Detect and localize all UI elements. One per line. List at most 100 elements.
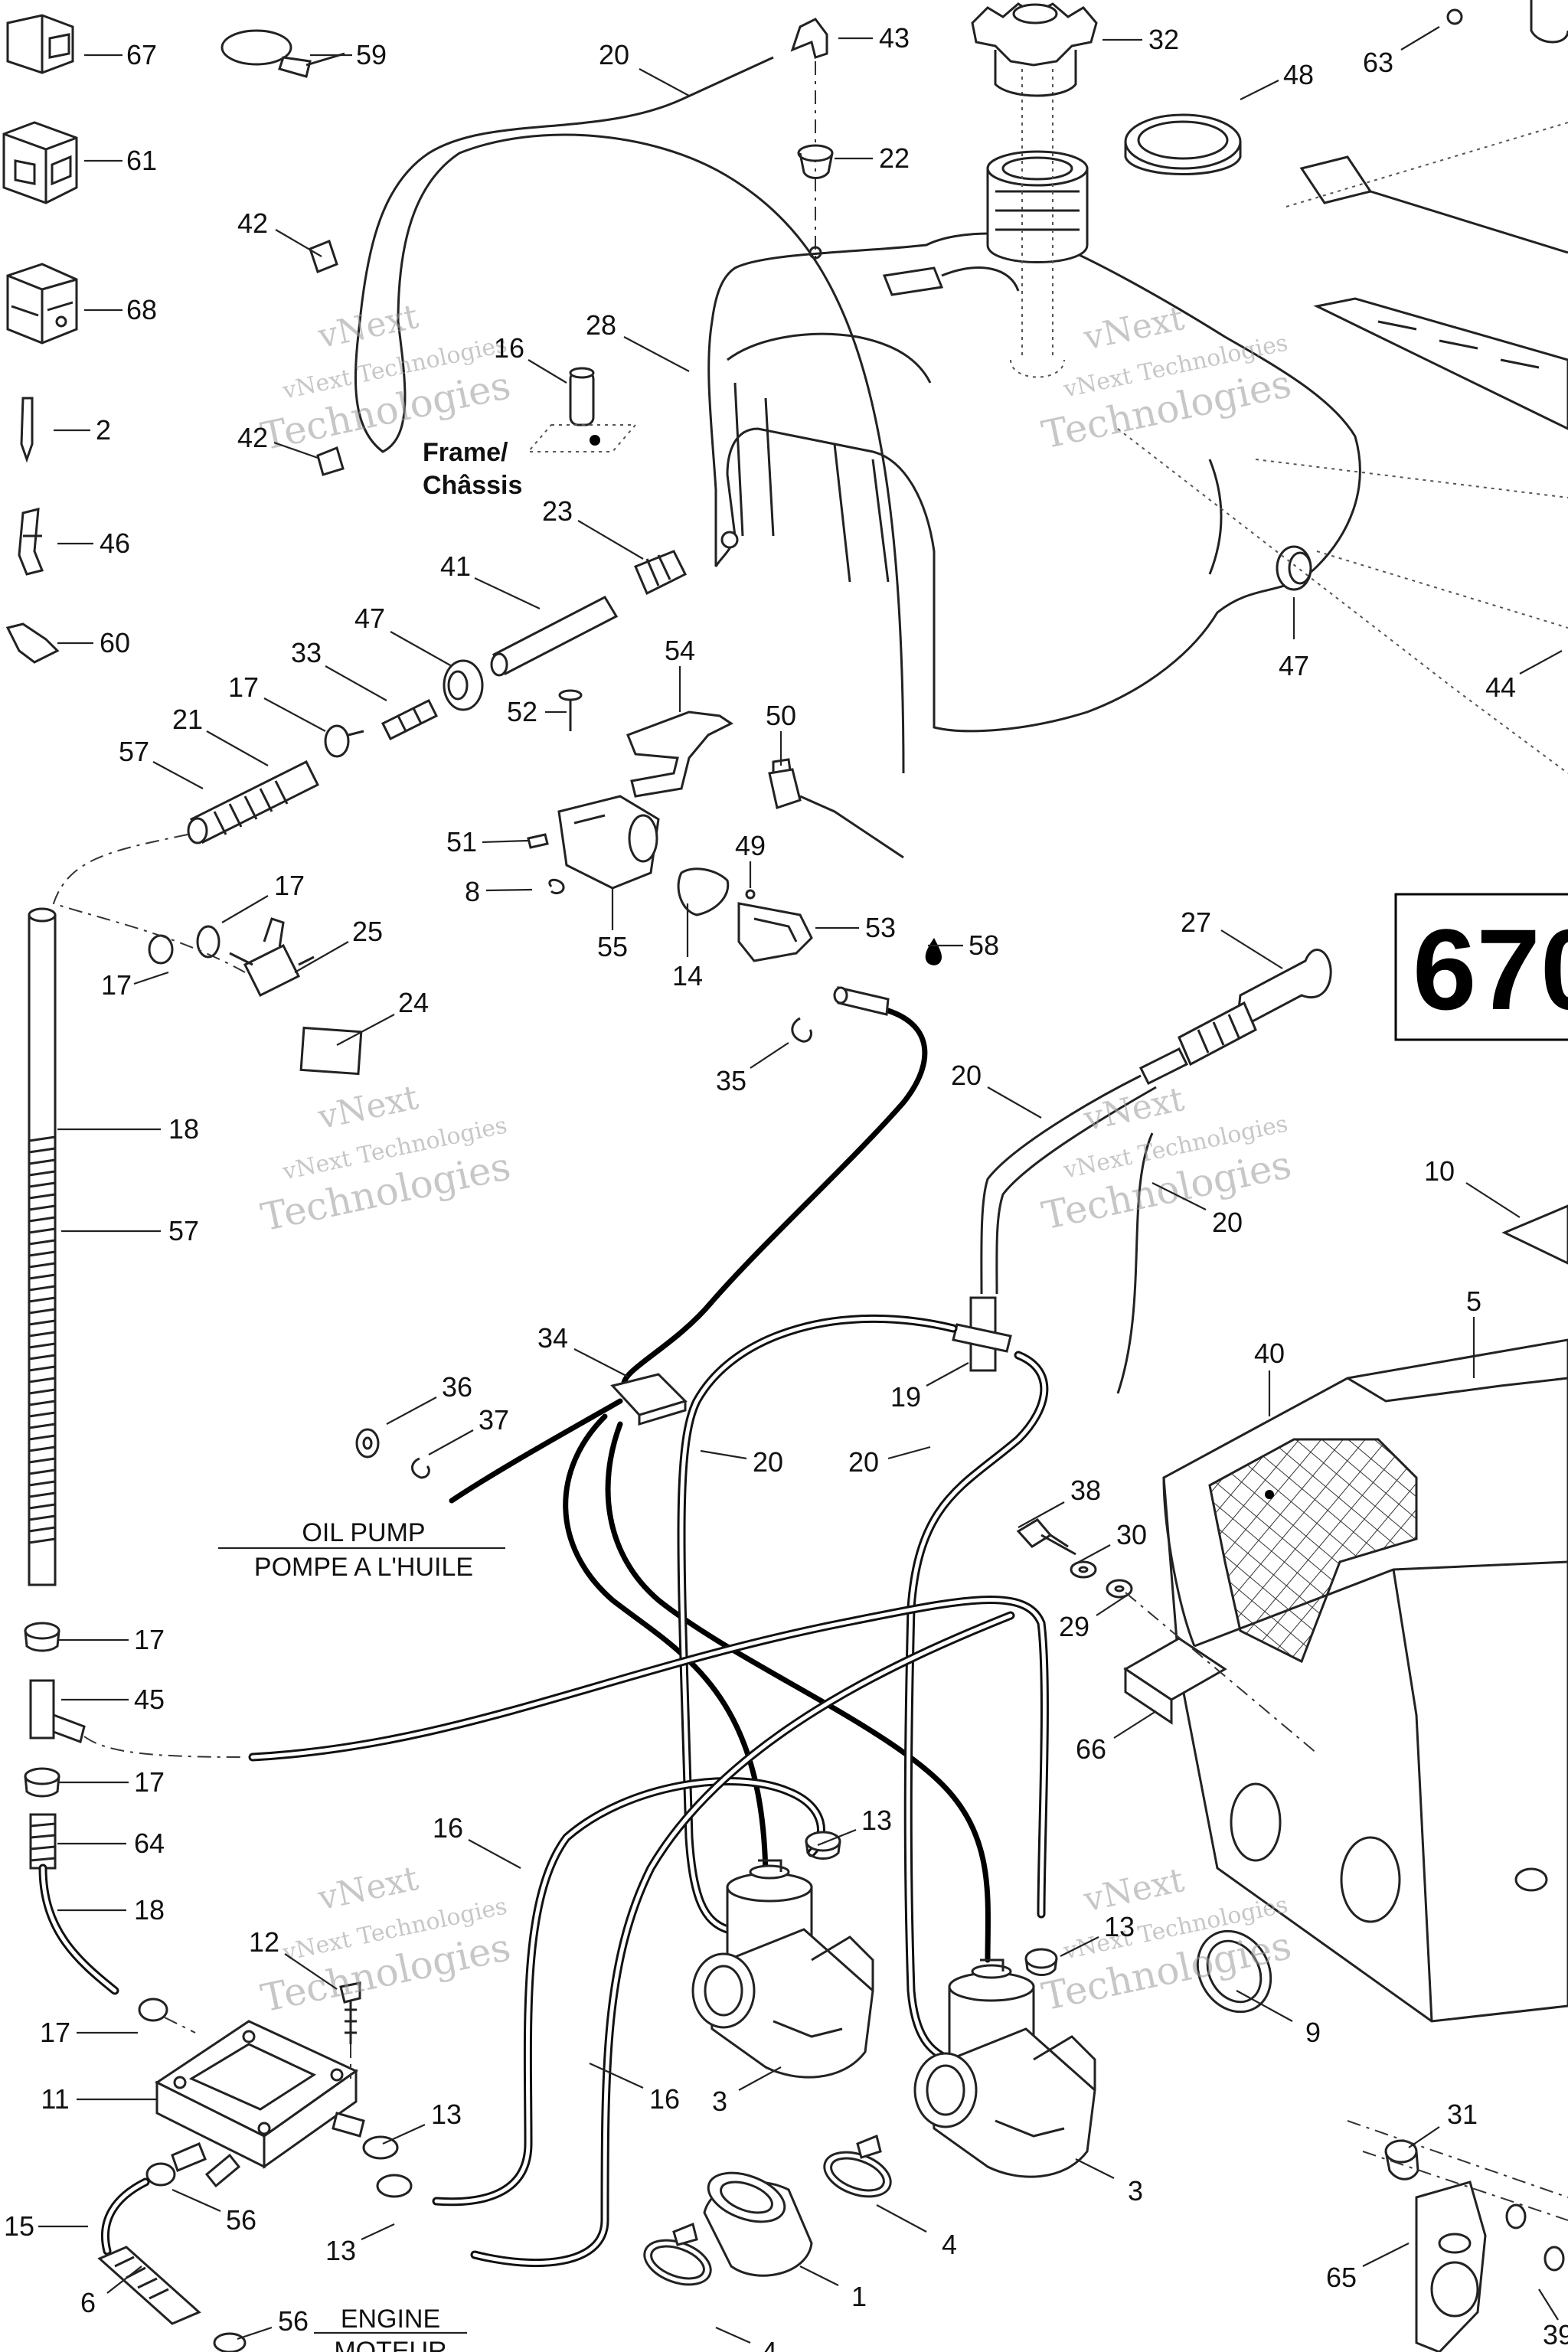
leader-line xyxy=(700,1449,747,1460)
callout-17: 17 xyxy=(57,1766,165,1798)
leader-line xyxy=(1236,1990,1293,2022)
fuel-hose-64 xyxy=(29,1813,57,1870)
part-number: 49 xyxy=(735,830,766,861)
part-number: 28 xyxy=(586,309,616,341)
page-number-box xyxy=(1394,893,1568,1041)
leader-line xyxy=(428,1429,474,1455)
engine-label-fr: MOTEUR xyxy=(334,2337,446,2352)
callout-17: 17 xyxy=(228,671,326,732)
callout-61: 61 xyxy=(84,145,157,176)
callout-17: 17 xyxy=(57,1624,165,1655)
svg-text:vNext: vNext xyxy=(314,1078,422,1138)
leader-line xyxy=(221,895,269,923)
part-number: 37 xyxy=(479,1404,509,1436)
callout-16: 16 xyxy=(589,2062,680,2115)
engine-label: ENGINE xyxy=(341,2305,440,2334)
callout-20: 20 xyxy=(848,1446,931,1478)
callout-46: 46 xyxy=(57,528,130,559)
callout-35: 35 xyxy=(716,1042,789,1096)
callout-42: 42 xyxy=(237,422,318,459)
leader-line xyxy=(926,1362,969,1387)
callout-45: 45 xyxy=(61,1684,165,1715)
fuel-cap xyxy=(971,2,1098,97)
callout-1: 1 xyxy=(799,2265,867,2312)
circlip-8 xyxy=(548,878,565,895)
part-number: 20 xyxy=(1212,1207,1243,1238)
leader-line xyxy=(275,229,322,257)
air-silencer xyxy=(1162,1338,1568,2023)
callout-8: 8 xyxy=(465,876,533,907)
leader-line xyxy=(1018,1501,1065,1528)
callout-4: 4 xyxy=(715,2326,777,2352)
part-number: 17 xyxy=(228,671,259,703)
leader-line xyxy=(573,1348,629,1377)
callout-17: 17 xyxy=(40,2017,138,2048)
fuel-hose-15 xyxy=(100,2177,150,2256)
callout-67: 67 xyxy=(84,39,157,70)
leader-line xyxy=(799,2265,839,2286)
throttle-cable xyxy=(621,1008,928,1389)
screw-51 xyxy=(527,833,549,849)
clamp-13-carb-right xyxy=(1024,1948,1058,1976)
part-number: 47 xyxy=(1279,650,1309,681)
callout-29: 29 xyxy=(1059,1596,1126,1642)
part-number: 16 xyxy=(433,1812,463,1844)
callout-51: 51 xyxy=(446,826,529,858)
fuel-tank xyxy=(707,69,1361,733)
clamp-17-pump xyxy=(138,1998,196,2034)
leader-line xyxy=(382,2123,426,2145)
part-number: 45 xyxy=(134,1684,165,1715)
part-number: 17 xyxy=(134,1766,165,1798)
part-number: 47 xyxy=(354,603,385,634)
part-number: 60 xyxy=(100,627,130,658)
leader-line xyxy=(1240,80,1279,100)
leader-line xyxy=(589,2062,644,2089)
leader-line xyxy=(1400,26,1440,51)
fuel-fitting-23 xyxy=(634,550,688,596)
fuel-hose-41 xyxy=(490,596,619,677)
part-number: 4 xyxy=(942,2229,957,2260)
grommet-47 xyxy=(443,659,484,711)
clamp-17-a xyxy=(196,925,220,959)
part-number: 59 xyxy=(356,39,387,70)
washer-30 xyxy=(1070,1560,1097,1579)
part-number: 27 xyxy=(1181,906,1211,938)
part-number: 68 xyxy=(126,294,157,325)
part-number: 40 xyxy=(1254,1338,1285,1369)
callout-44: 44 xyxy=(1485,650,1563,703)
callout-37: 37 xyxy=(428,1404,509,1455)
clamp-56-a xyxy=(145,2162,176,2187)
callout-20: 20 xyxy=(700,1446,783,1478)
part-number: 34 xyxy=(537,1322,568,1354)
leader-line xyxy=(1071,1544,1111,1566)
callout-16: 16 xyxy=(494,332,567,384)
part-number: 29 xyxy=(1059,1611,1089,1642)
vent-hose-top xyxy=(354,56,905,774)
fuel-hose-6 xyxy=(97,2246,201,2325)
watermark-5: vNext vNext Technologies Technologies xyxy=(257,1859,514,2021)
part-number: 25 xyxy=(352,916,383,947)
callout-38: 38 xyxy=(1018,1475,1101,1528)
part-number: 17 xyxy=(274,870,305,901)
leader-line xyxy=(390,631,452,667)
part-number: 57 xyxy=(119,736,149,767)
decal-24 xyxy=(299,1026,363,1076)
part-number: 17 xyxy=(101,969,132,1001)
callout-22: 22 xyxy=(835,142,910,174)
grommet-right xyxy=(1276,545,1312,591)
part-number: 5 xyxy=(1466,1285,1481,1317)
callout-21: 21 xyxy=(172,704,269,766)
part-number: 18 xyxy=(134,1894,165,1926)
part-number: 20 xyxy=(951,1060,982,1091)
connector-68 xyxy=(6,263,78,345)
clamp-4-lower xyxy=(643,2222,712,2286)
leader-line xyxy=(715,2326,751,2344)
throttle-housing xyxy=(557,795,660,890)
grommet-22 xyxy=(797,144,834,260)
leader-line xyxy=(876,2204,927,2233)
callout-13: 13 xyxy=(325,2223,395,2266)
callout-9: 9 xyxy=(1236,1990,1321,2048)
callout-40: 40 xyxy=(1254,1338,1285,1416)
oil-pump-label: OIL PUMP xyxy=(302,1518,425,1547)
